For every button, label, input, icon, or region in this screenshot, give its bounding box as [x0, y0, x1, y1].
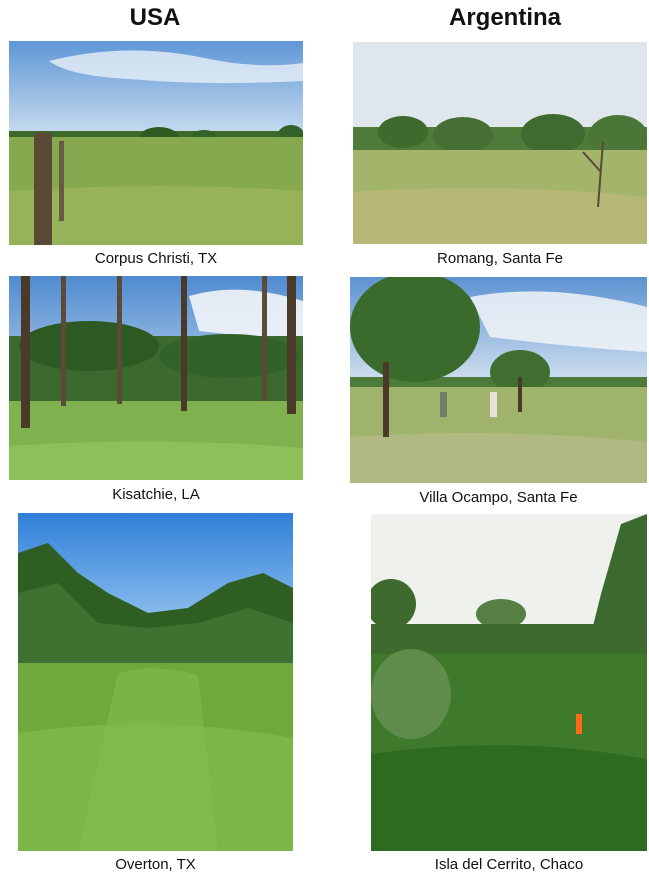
- caption-villa-ocampo: Villa Ocampo, Santa Fe: [419, 489, 578, 506]
- caption-overton: Overton, TX: [115, 856, 196, 873]
- caption-isla-del-cerrito: Isla del Cerrito, Chaco: [434, 856, 584, 873]
- photo-villa-ocampo: [350, 277, 647, 483]
- photo-isla-del-cerrito: [371, 514, 647, 851]
- argentina-header: Argentina: [448, 4, 561, 31]
- usa-header: USA: [129, 4, 181, 31]
- caption-romang: Romang, Santa Fe: [437, 250, 563, 267]
- caption-kisatchie: Kisatchie, LA: [112, 486, 200, 503]
- caption-corpus-christi: Corpus Christi, TX: [94, 250, 218, 267]
- photo-kisatchie: [9, 276, 303, 480]
- photo-romang: [353, 42, 647, 244]
- photo-overton: [18, 513, 293, 851]
- photo-corpus-christi: [9, 41, 303, 245]
